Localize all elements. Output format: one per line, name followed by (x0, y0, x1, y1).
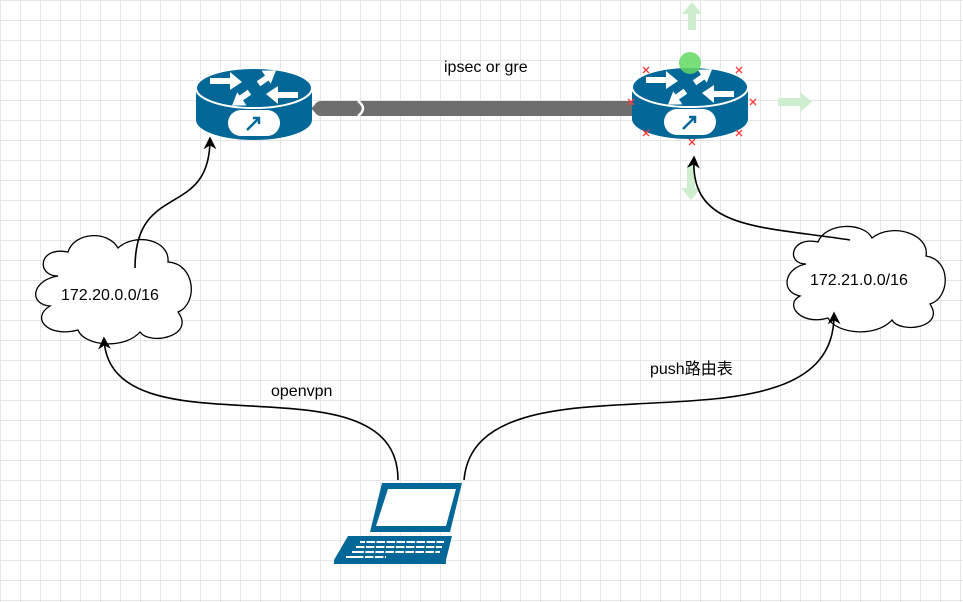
right-link-label: push路由表 (650, 361, 733, 378)
right-router-icon[interactable] (630, 61, 750, 141)
connect-arrow-up-icon[interactable] (682, 2, 702, 30)
connect-arrow-right-icon[interactable] (778, 92, 812, 112)
selection-handles[interactable] (627, 52, 757, 146)
left-link-label: openvpn (271, 383, 333, 400)
right-network-label: 172.21.0.0/16 (810, 272, 908, 289)
left-network-label: 172.20.0.0/16 (61, 287, 159, 304)
left-network-cloud-icon[interactable] (35, 235, 192, 345)
left-router-icon[interactable] (194, 62, 314, 142)
tunnel-pipe[interactable] (312, 100, 640, 117)
tunnel-label: ipsec or gre (444, 59, 528, 76)
connect-arrow-down-icon[interactable] (681, 164, 701, 200)
connector-left-cloud-to-router[interactable] (134, 136, 217, 269)
laptop-icon[interactable] (334, 483, 462, 564)
connector-laptop-to-left-cloud[interactable] (98, 336, 399, 481)
connector-laptop-to-right-cloud[interactable] (463, 311, 841, 481)
connector-right-cloud-to-router[interactable] (687, 155, 851, 241)
right-network-cloud-icon[interactable] (786, 225, 946, 333)
